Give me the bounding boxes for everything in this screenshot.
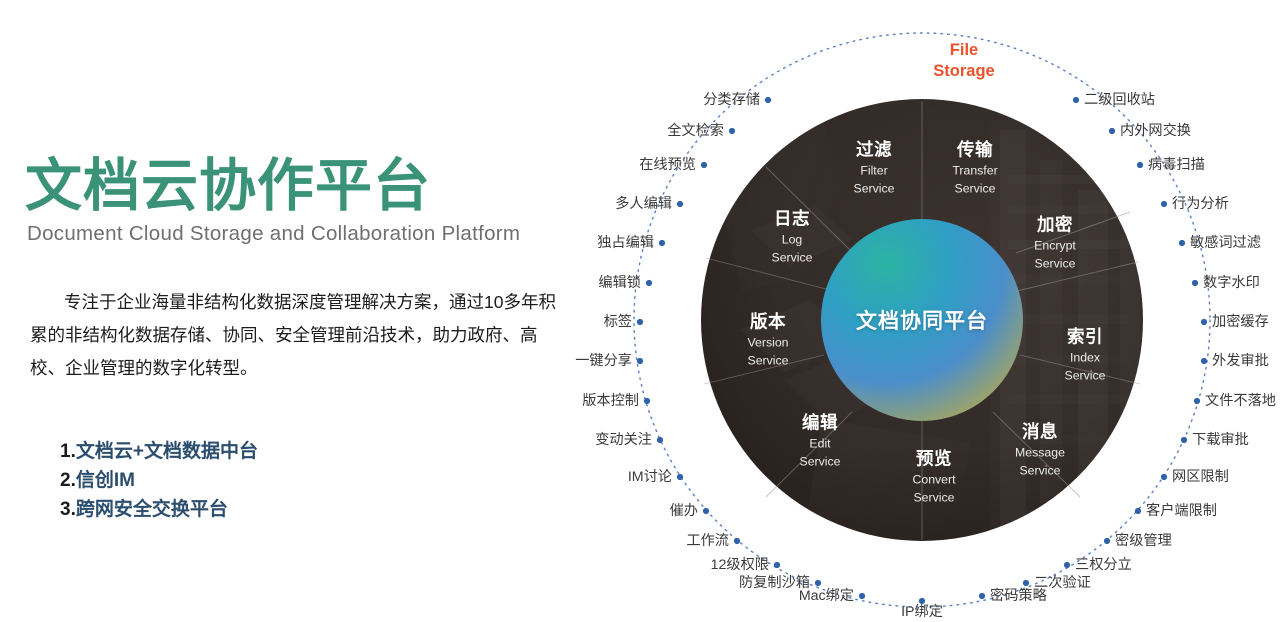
segment-filter[interactable]: 过滤 Filter Service	[853, 141, 894, 195]
list-item-label: 信创IM	[75, 470, 135, 491]
outer-dotted-ring	[633, 32, 1211, 608]
ring-label-no-local-file[interactable]: 文件不落地	[1205, 392, 1276, 409]
segment-index-en1: Index	[1069, 349, 1101, 364]
ring-label-one-click-share[interactable]: 一键分享	[575, 352, 632, 369]
ring-label-sensitive-word-filter[interactable]: 敏感词过滤	[1190, 234, 1261, 251]
paragraph-text: 专注于企业海量非结构化数据深度管理解决方案，通过10多年积累的非结构化数据存储、…	[30, 292, 556, 378]
list-item-number: 3.	[60, 499, 76, 520]
ring-label-two-factor-auth[interactable]: 二次验证	[1034, 574, 1091, 591]
segment-transfer-en2: Service	[954, 180, 996, 195]
storage-heading-line1: File	[949, 41, 979, 59]
list-item-number: 2.	[60, 470, 76, 491]
service-wheel-diagram: File Storage 文档协同平台 过滤 Filter Service 传输…	[575, 0, 1282, 622]
wheel-graphic	[633, 32, 1211, 608]
ring-label-separation-of-powers[interactable]: 三权分立	[1075, 556, 1132, 573]
ring-label-im-discussion[interactable]: IM讨论	[627, 468, 672, 485]
segment-dividers	[703, 101, 1141, 540]
segment-log-en2: Service	[771, 249, 813, 264]
segment-message-en2: Service	[1019, 462, 1061, 477]
ring-label-behavior-analysis[interactable]: 行为分析	[1172, 195, 1229, 212]
segment-edit[interactable]: 编辑 Edit Service	[799, 414, 840, 468]
segment-log-cn: 日志	[773, 208, 810, 229]
ring-label-classification-mgmt[interactable]: 密级管理	[1115, 532, 1172, 549]
ring-label-mac-binding[interactable]: Mac绑定	[798, 587, 854, 604]
list-item-label: 跨网安全交换平台	[75, 499, 228, 520]
segment-transfer[interactable]: 传输 Transfer Service	[952, 141, 997, 195]
segment-convert-cn: 预览	[916, 448, 952, 469]
segment-index[interactable]: 索引 Index Service	[1064, 328, 1105, 382]
segment-log-en1: Log	[781, 231, 803, 246]
segment-filter-en2: Service	[853, 180, 895, 195]
segment-message-cn: 消息	[1022, 421, 1058, 442]
ring-label-workflow[interactable]: 工作流	[686, 532, 729, 549]
segment-message-en1: Message	[1015, 444, 1065, 459]
description-paragraph: 专注于企业海量非结构化数据深度管理解决方案，通过10多年积累的非结构化数据存储、…	[30, 286, 560, 385]
highlight-list: 1.文档云+文档数据中台 2.信创IM 3.跨网安全交换平台	[60, 437, 258, 524]
ring-label-anticopy-sandbox[interactable]: 防复制沙箱	[739, 574, 810, 591]
core-platform-label: 文档协同平台	[856, 310, 988, 333]
ring-label-multi-user-edit[interactable]: 多人编辑	[615, 195, 672, 212]
segment-encrypt-cn: 加密	[1036, 214, 1073, 235]
ring-label-online-preview[interactable]: 在线预览	[639, 156, 696, 173]
ring-label-client-restriction[interactable]: 客户端限制	[1146, 502, 1217, 519]
ring-label-digital-watermark[interactable]: 数字水印	[1203, 274, 1260, 291]
ring-label-tags[interactable]: 标签	[603, 313, 632, 330]
segment-encrypt-en1: Encrypt	[1034, 237, 1076, 252]
ring-label-ip-binding[interactable]: IP绑定	[901, 603, 943, 620]
segment-log[interactable]: 日志 Log Service	[771, 210, 812, 264]
segment-convert[interactable]: 预览 Convert Service	[912, 450, 955, 504]
segment-encrypt[interactable]: 加密 Encrypt Service	[1034, 216, 1076, 270]
list-item: 2.信创IM	[60, 466, 258, 495]
left-text-panel: 文档云协作平台 Document Cloud Storage and Colla…	[0, 0, 600, 622]
segment-index-cn: 索引	[1066, 326, 1103, 347]
ring-label-fulltext-search[interactable]: 全文检索	[667, 122, 724, 139]
ring-label-download-approval[interactable]: 下载审批	[1192, 431, 1249, 448]
ring-label-classified-storage[interactable]: 分类存储	[703, 91, 760, 108]
page-title: 文档云协作平台	[25, 154, 431, 218]
segment-edit-cn: 编辑	[801, 412, 838, 433]
ring-label-secondary-recycle-bin[interactable]: 二级回收站	[1084, 91, 1155, 108]
segment-version[interactable]: 版本 Version Service	[747, 313, 788, 367]
ring-label-edit-lock[interactable]: 编辑锁	[598, 274, 641, 291]
ring-label-outbound-approval[interactable]: 外发审批	[1212, 352, 1269, 369]
ring-label-password-policy[interactable]: 密码策略	[990, 587, 1047, 604]
segment-version-cn: 版本	[749, 311, 786, 332]
ring-label-exclusive-edit[interactable]: 独占编辑	[597, 234, 654, 251]
list-item: 3.跨网安全交换平台	[60, 495, 258, 524]
segment-version-en2: Service	[747, 352, 789, 367]
ring-label-urge[interactable]: 催办	[669, 502, 698, 519]
ring-label-intranet-extranet-exchange[interactable]: 内外网交换	[1120, 122, 1191, 139]
storage-heading-line2: Storage	[933, 62, 995, 80]
segment-edit-en1: Edit	[809, 435, 831, 450]
segment-convert-en2: Service	[913, 489, 955, 504]
segment-filter-en1: Filter	[860, 162, 888, 177]
list-item-label: 文档云+文档数据中台	[75, 441, 258, 462]
segment-message[interactable]: 消息 Message Service	[1015, 423, 1065, 477]
ring-label-version-control[interactable]: 版本控制	[582, 392, 639, 409]
list-item: 1.文档云+文档数据中台	[60, 437, 258, 466]
segment-encrypt-en2: Service	[1034, 255, 1076, 270]
segment-transfer-en1: Transfer	[952, 162, 998, 177]
ring-label-12-level-auth[interactable]: 12级权限	[710, 556, 769, 573]
ring-label-encrypted-cache[interactable]: 加密缓存	[1212, 313, 1269, 330]
segment-convert-en1: Convert	[912, 471, 956, 486]
segment-transfer-cn: 传输	[956, 139, 993, 160]
ring-dots	[636, 96, 1208, 605]
list-item-number: 1.	[60, 441, 76, 462]
segment-edit-en2: Service	[799, 453, 841, 468]
ring-label-change-watch[interactable]: 变动关注	[595, 431, 652, 448]
page-subtitle: Document Cloud Storage and Collaboration…	[27, 222, 521, 245]
segment-filter-cn: 过滤	[855, 139, 892, 160]
ring-label-virus-scan[interactable]: 病毒扫描	[1148, 156, 1205, 173]
storage-heading: File Storage	[922, 40, 1006, 82]
segment-version-en1: Version	[747, 334, 789, 349]
segment-index-en2: Service	[1064, 367, 1106, 382]
core-disc	[821, 219, 1023, 421]
ring-label-network-zone-limit[interactable]: 网区限制	[1172, 468, 1229, 485]
